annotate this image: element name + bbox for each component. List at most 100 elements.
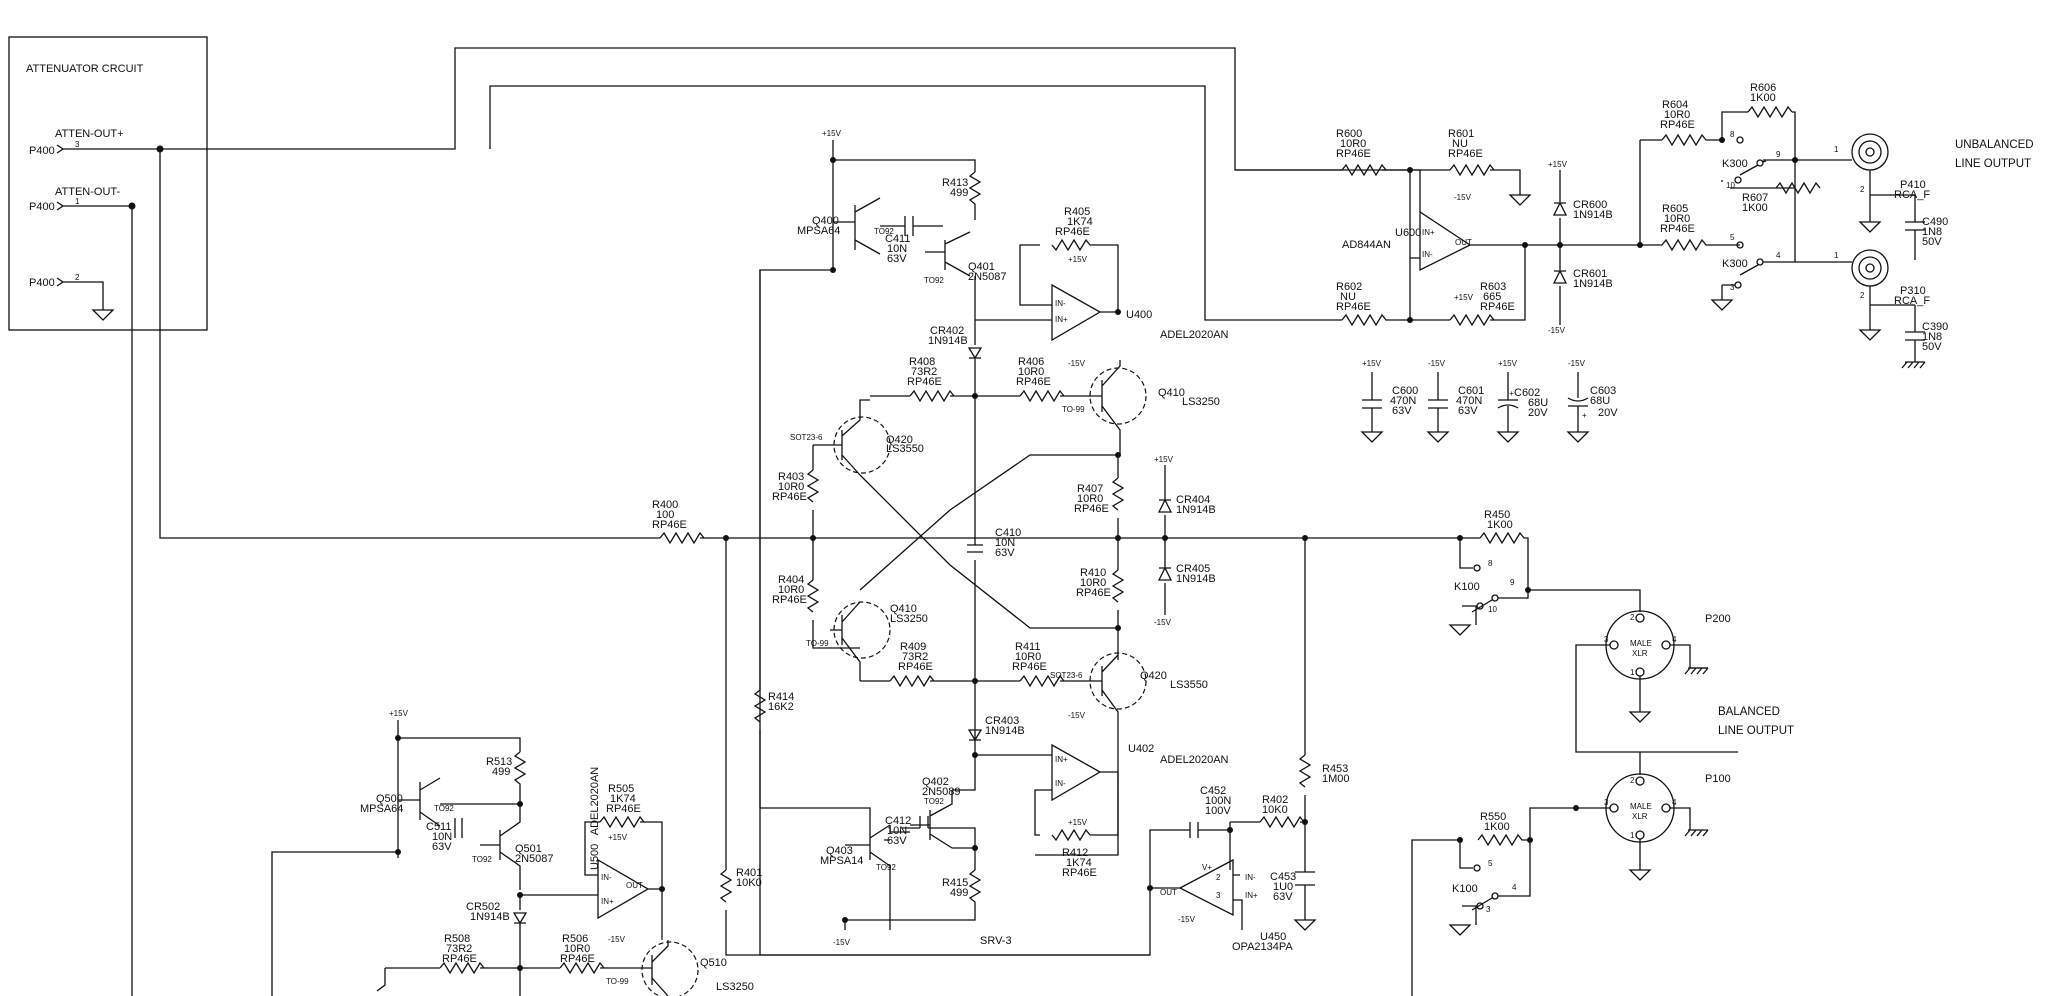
c452-capacitor [1189,822,1199,838]
k300b-label: K300 [1722,258,1748,270]
r600-resistor [1341,163,1387,177]
r404-resistor [806,579,820,613]
c511-capacitor [454,818,463,838]
c490-ref: C490 [1922,216,1948,228]
svg-text:IN+: IN+ [1245,891,1258,900]
c602-volt: 20V [1528,407,1548,419]
ground-icon [91,309,115,321]
r409-ref: R409 [900,641,926,653]
r403-type: RP46E [772,491,807,503]
q401-pkg: TO92 [924,276,944,285]
q400-pkg: TO92 [874,227,894,236]
c600-volt: 63V [1392,405,1412,417]
svg-text:4: 4 [1776,251,1781,260]
p310-ref: P310 [1900,285,1926,297]
u600-supply-pos: +15V [1454,293,1474,302]
u400-ref: U400 [1126,309,1152,321]
p400-pin2-arrow [56,277,65,287]
r601-val: NU [1452,138,1468,150]
q510-part: LS3250 [716,981,754,993]
c390-val: 1N8 [1922,331,1942,343]
c452-volt: 100V [1205,805,1231,817]
r550-resistor [1477,833,1530,847]
r604-resistor [1661,133,1722,147]
r411-val: 10R0 [1015,651,1041,663]
svg-text:IN-: IN- [1245,873,1256,882]
q403-transistor [845,824,891,930]
q501-ref: Q501 [515,843,542,855]
c511-volt: 63V [432,841,452,853]
r406-ref: R406 [1018,356,1044,368]
r605-ref: R605 [1662,203,1688,215]
p100-male-label: MALE [1630,802,1652,811]
cr600-ref: CR600 [1573,199,1607,211]
ground-icon [1448,924,1472,936]
svg-text:5: 5 [1730,233,1735,242]
r404-type: RP46E [772,594,807,606]
p310-rca-jack[interactable] [1851,249,1889,287]
r408-type: RP46E [907,376,942,388]
c390-volt: 50V [1922,341,1942,353]
attenuator-title: ATTENUATOR CRCUIT [26,63,144,75]
r505-type: RP46E [606,803,641,815]
k300b-switch[interactable] [1739,264,1759,276]
q410b-ref: Q410 [890,603,917,615]
u450-supply-neg: -15V [1178,915,1196,924]
r601-resistor [1449,163,1495,177]
svg-text:3: 3 [1604,798,1609,807]
c411-capacitor [880,216,943,236]
r604-val: 10R0 [1664,109,1690,121]
u450-part: OPA2134PA [1232,941,1293,953]
p410-rca-jack[interactable] [1851,133,1889,171]
r505-resistor [599,815,645,829]
p400-label-1: P400 [29,145,55,157]
c410-capacitor [967,544,983,553]
p410-ref: P410 [1900,179,1926,191]
ground-icon [1710,299,1734,311]
ground-icon [1566,431,1590,443]
r410-val: 10R0 [1080,577,1106,589]
r411-type: RP46E [1012,661,1047,673]
c603-ref: C603 [1590,385,1616,397]
cr403-part: 1N914B [985,725,1025,737]
ground-icon [1360,431,1384,443]
cr601-part: 1N914B [1573,278,1613,290]
r453-resistor [1298,754,1312,788]
chassis-ground-icon [1901,361,1926,369]
u500-supply-neg: -15V [608,935,626,944]
r508-resistor [439,961,485,975]
cr402-part: 1N914B [928,335,968,347]
unbalanced-line-output-label: LINE OUTPUT [1955,158,2031,170]
q402-ref: Q402 [922,776,949,788]
r602-val: NU [1340,291,1356,303]
r453-ref: R453 [1322,763,1348,775]
r404-val: 10R0 [778,584,804,596]
c490-volt: 50V [1922,236,1942,248]
q420b-transistor [1089,652,1147,710]
svg-text:3: 3 [1730,283,1735,292]
c601-supply: -15V [1428,359,1446,368]
ground-icon [1508,194,1532,206]
c452-val: 100N [1205,795,1231,807]
cr404-ref: CR404 [1176,494,1210,506]
r505-ref: R505 [608,783,634,795]
svg-text:IN+: IN+ [1055,755,1068,764]
r410-ref: R410 [1080,567,1106,579]
u450-ref: U450 [1260,931,1286,943]
q403-part: MPSA14 [820,855,863,867]
r415-resistor [844,869,982,930]
q401-ref: Q401 [968,261,995,273]
k100a-switch[interactable] [1471,599,1493,613]
p310-part: RCA_F [1894,295,1930,307]
c412-val: 10N [887,825,907,837]
unbalanced-section: R600 10R0 RP46E R601 NU RP46E R602 NU RP… [1235,82,2034,443]
p410-part: RCA_F [1894,189,1930,201]
c600-ref: C600 [1392,385,1418,397]
svg-text:3: 3 [1604,635,1609,644]
u450-opamp [1178,858,1234,917]
c453-capacitor [1295,871,1315,886]
r413-val: 499 [950,187,968,199]
r406-type: RP46E [1016,376,1051,388]
c603-supply: -15V [1568,359,1586,368]
r453-val: 1M00 [1322,773,1350,785]
